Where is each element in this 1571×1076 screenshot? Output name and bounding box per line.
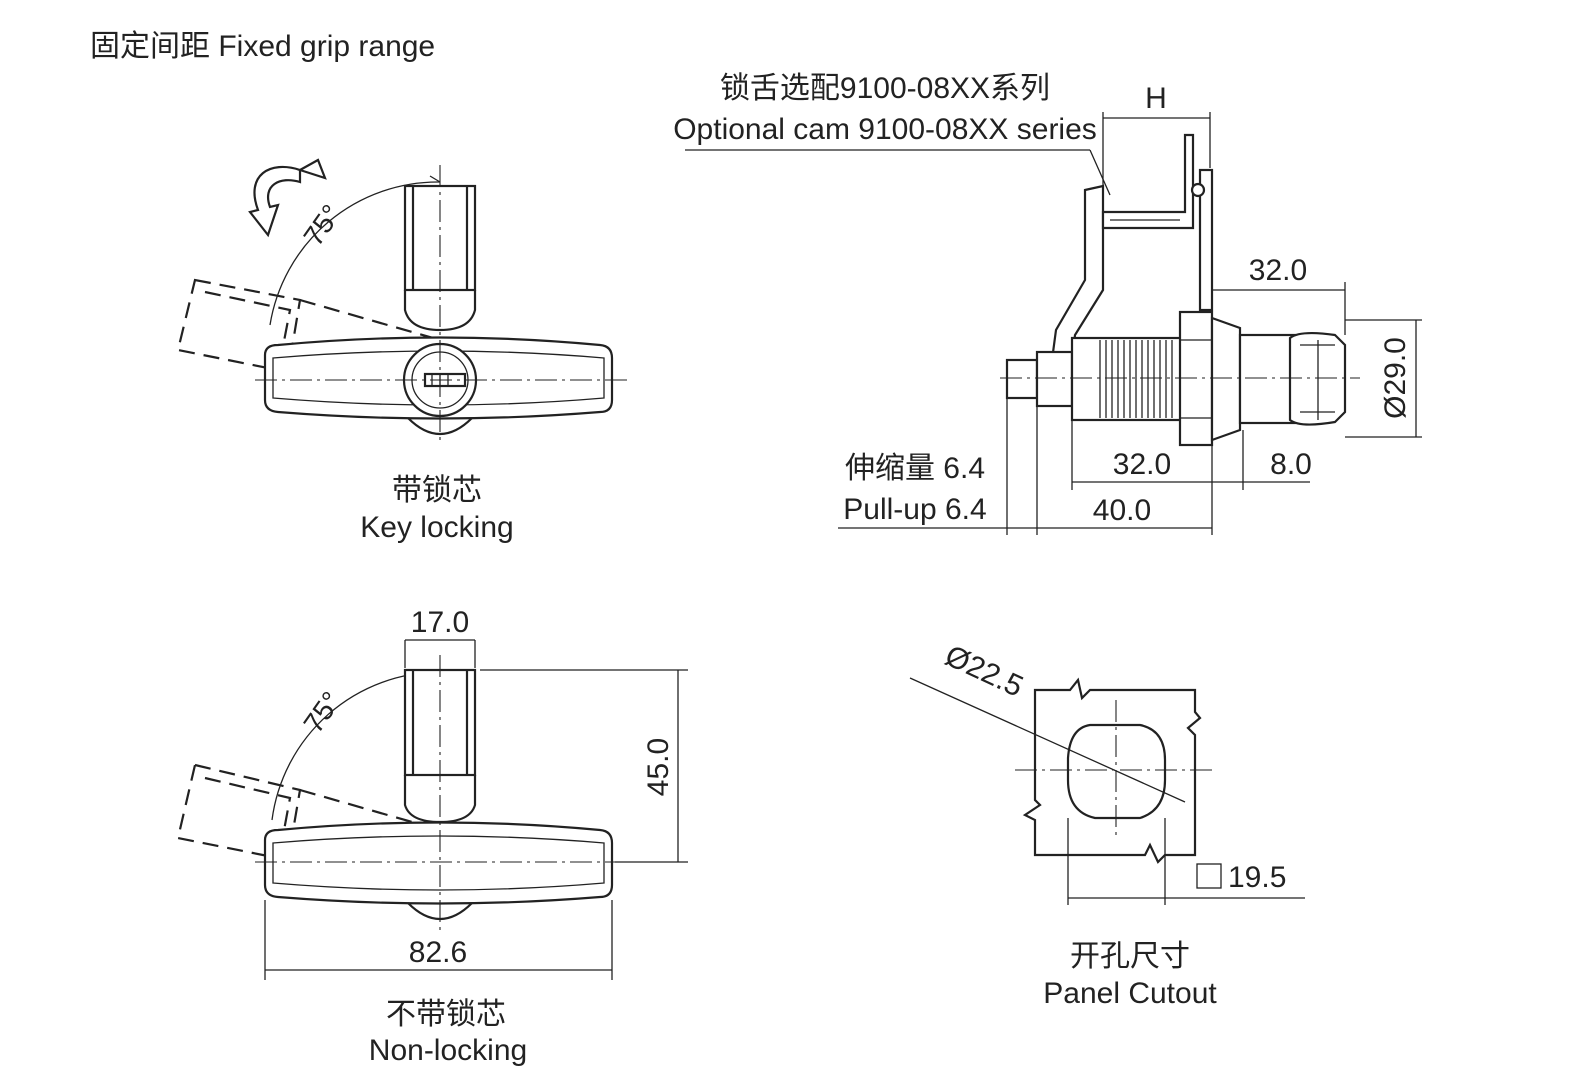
key-locking-view: 75° 带锁芯 Key locking — [176, 158, 628, 544]
non-locking-label-cn: 不带锁芯 — [386, 998, 506, 1031]
rotation-arrow-icon — [248, 158, 327, 238]
dim-h: H — [1145, 82, 1167, 115]
dim-square: 19.5 — [1228, 861, 1286, 894]
square-icon — [1196, 863, 1222, 889]
handle-stem-2 — [403, 668, 477, 777]
flange — [1210, 316, 1242, 442]
non-locking-view: 17.0 75° 45.0 82.6 不带锁芯 — [176, 606, 688, 1067]
cutout-label-en: Panel Cutout — [1043, 977, 1217, 1010]
panel-cutout-view: Ø22.5 19.5 开孔尺寸 Panel Cutout — [909, 639, 1305, 1010]
dim-top: 32.0 — [1249, 254, 1307, 287]
cam-stub — [1005, 358, 1039, 400]
cam-label-en: Optional cam 9100-08XX series — [673, 113, 1097, 146]
cam-label-cn: 锁舌选配9100-08XX系列 — [720, 72, 1050, 105]
non-locking-label-en: Non-locking — [369, 1034, 527, 1067]
key-locking-label-en: Key locking — [360, 511, 513, 544]
dim-length: 82.6 — [409, 936, 467, 969]
dim-body: 32.0 — [1113, 448, 1171, 481]
key-locking-label-cn: 带锁芯 — [392, 474, 482, 507]
dim-dia: Ø29.0 — [1379, 337, 1412, 419]
angle-label-2: 75° — [298, 686, 348, 738]
pull-label-en: Pull-up 6.4 — [843, 493, 986, 526]
dim-total: 40.0 — [1093, 494, 1151, 527]
cutout-label-cn: 开孔尺寸 — [1070, 940, 1190, 973]
thread-lines — [1099, 340, 1173, 418]
t-handle-bar-2 — [263, 821, 614, 905]
angle-label: 75° — [298, 199, 348, 251]
pull-label-cn: 伸缩量 6.4 — [845, 452, 985, 485]
dim-width: 17.0 — [411, 606, 469, 639]
panel-outline — [1022, 677, 1202, 864]
dim-height: 45.0 — [642, 738, 675, 796]
page-title: 固定间距 Fixed grip range — [90, 30, 435, 63]
panel — [1198, 168, 1214, 312]
angle-arc — [269, 181, 441, 326]
side-view: 锁舌选配9100-08XX系列 Optional cam 9100-08XX s… — [673, 72, 1422, 535]
dim-cutout-dia: Ø22.5 — [940, 639, 1028, 703]
lock-head — [1238, 333, 1297, 425]
dim-right: 8.0 — [1270, 448, 1312, 481]
